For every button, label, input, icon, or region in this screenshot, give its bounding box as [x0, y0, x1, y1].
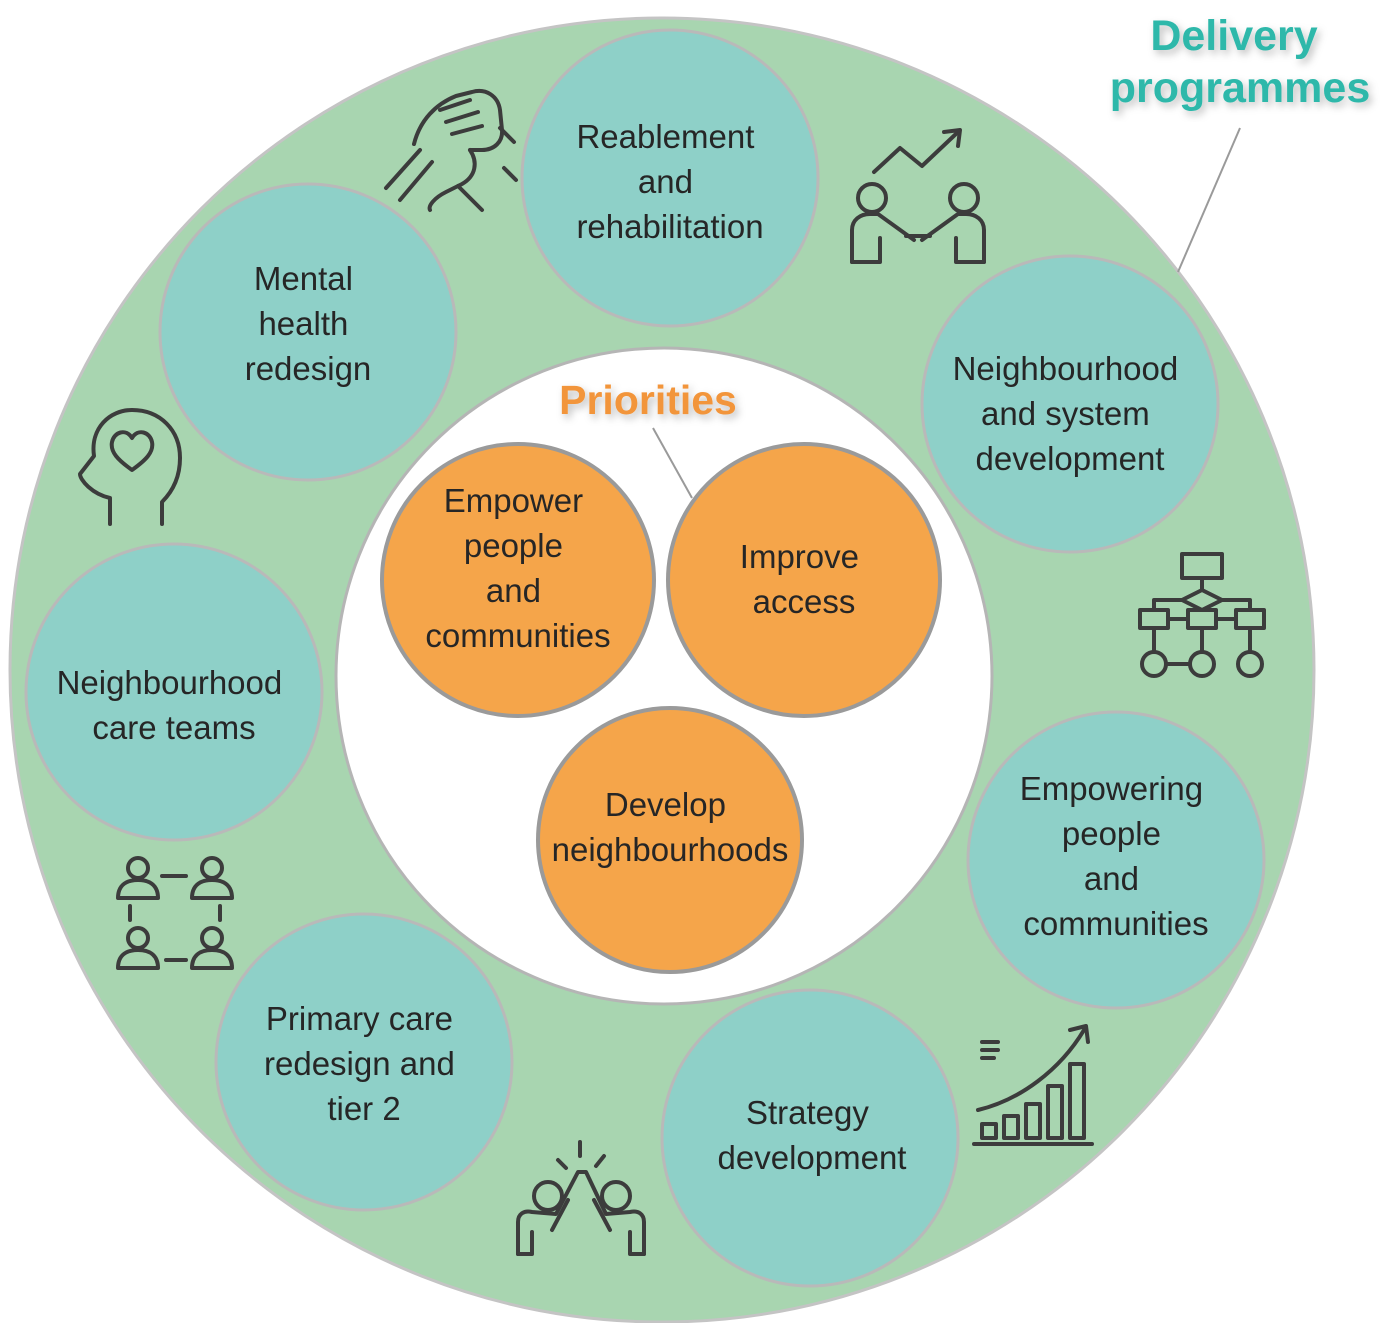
programme-circle-strategy: [660, 988, 960, 1288]
mind-heart-icon: [78, 408, 182, 526]
programme-circle-neighbourhood-system: [920, 254, 1220, 554]
programme-label-neighbourhood-system: Neighbourhood and system development: [953, 350, 1188, 477]
priority-circle-improve-access: [666, 442, 942, 718]
programme-label-empowering: Empowering people and communities: [1020, 770, 1213, 942]
delivery-leader-line: [1177, 127, 1241, 273]
priority-circles: [380, 442, 942, 974]
priority-circle-develop: [536, 706, 804, 974]
programme-circle-primary-care: [214, 912, 514, 1212]
priority-label-empower: Empower people and communities: [425, 482, 610, 654]
programme-circle-mental-health: [158, 182, 458, 482]
priority-label-improve-access: Improve access: [740, 538, 868, 620]
priority-labels: Empower people and communities Improve a…: [425, 482, 868, 868]
priority-circle-empower: [380, 442, 656, 718]
programme-label-care-teams: Neighbourhood care teams: [57, 664, 292, 746]
programme-circle-empowering: [966, 710, 1266, 1010]
programme-label-reablement: Reablement and rehabilitation: [576, 118, 763, 245]
programme-label-strategy: Strategy development: [718, 1094, 907, 1176]
priorities-label: Priorities: [559, 377, 737, 423]
priority-label-develop: Develop neighbourhoods: [552, 786, 789, 868]
delivery-programmes-label: Delivery programmes: [1110, 12, 1370, 112]
partners-growth-icon: [850, 128, 986, 264]
handshake-grip-icon: [384, 89, 518, 212]
programme-circle-care-teams: [24, 542, 324, 842]
programme-circle-reablement: [520, 28, 820, 328]
high-five-icon: [516, 1140, 646, 1256]
delivery-label-line: programmes: [1110, 64, 1370, 112]
programme-circles: [24, 28, 1266, 1288]
priorities-leader-line: [652, 427, 693, 499]
growth-chart-icon: [972, 1024, 1094, 1146]
programme-label-primary-care: Primary care redesign and tier 2: [264, 1000, 464, 1127]
flowchart-icon: [1138, 552, 1266, 678]
delivery-label-line: Delivery: [1150, 12, 1317, 60]
programme-labels: Reablement and rehabilitation Neighbourh…: [57, 118, 1213, 1176]
programme-label-mental-health: Mental health redesign: [245, 260, 372, 387]
team-network-icon: [116, 856, 234, 970]
